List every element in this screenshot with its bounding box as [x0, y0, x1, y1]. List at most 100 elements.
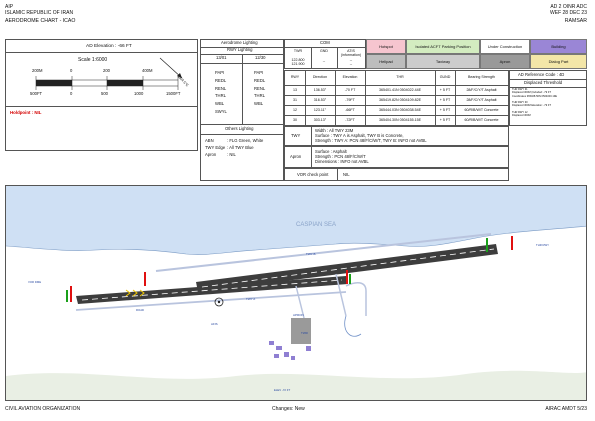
- scale-ft-4: 1500FT: [166, 91, 181, 96]
- abn-label: ABN: [205, 138, 214, 143]
- others-lighting-title: Others Lighting: [225, 126, 254, 131]
- rwy-cell: + 5 FT: [439, 108, 451, 112]
- rwy-cell: + 5 FT: [439, 118, 451, 122]
- label-vor-dme: VOR DME: [28, 280, 41, 284]
- runway-12-30: [196, 244, 498, 292]
- displaced-threshold-panel: AD Reference Code : 4D Displaced Thresho…: [509, 70, 587, 126]
- footer-organization: CIVIL AVIATION ORGANIZATION: [5, 406, 81, 412]
- scale-bar: [35, 76, 179, 90]
- var-arrow-icon: [159, 57, 183, 79]
- elevation-panel: AD Elevation : -66 FT Scale 1:6000 200M …: [5, 39, 198, 151]
- chart-title: AERODROME CHART - ICAO: [5, 18, 76, 24]
- com-header-gnd: GND: [320, 49, 328, 53]
- rwy-cell: 30: [293, 118, 297, 122]
- lighting-col-a: PAPI REDL RENL THRL WBL SWYL: [215, 70, 227, 115]
- displaced-threshold-title: Displaced Threshold: [524, 80, 563, 85]
- holdpoint: Holdpoint : NIL: [10, 110, 42, 115]
- rwy-table: RWY Direction Elevation THR GUND Bearing…: [284, 70, 509, 126]
- vor-icon: [214, 297, 224, 307]
- rwy-header-bearing: Bearing Strength: [468, 75, 495, 79]
- apron-line-2: Dimensions : INFO not AVBL: [315, 159, 369, 164]
- apron-panel: Apron Surface : Asphalt Strength : PCN 4…: [284, 146, 509, 168]
- rwy-cell: 365401.41N 0504022.44E: [379, 88, 421, 92]
- displaced-note-0: THR RWY 31 Displaced 300M (Included: -79…: [512, 88, 552, 94]
- caspian-sea: [6, 186, 586, 255]
- com-value-atis: -- --: [349, 58, 353, 67]
- scale-m-2: 200: [103, 68, 110, 73]
- label-twy-a: TWY A: [246, 297, 255, 301]
- sea-label: CASPIAN SEA: [296, 222, 336, 228]
- legend-apron: Apron: [480, 54, 530, 69]
- label-thr: THR RWY: [536, 243, 549, 247]
- com-header-twr: TWR: [293, 49, 303, 53]
- label-twy-b: TWY B: [306, 252, 315, 256]
- twy-edge-label: TWY Edge: [205, 145, 226, 150]
- rwy-cell: 365404.30N 0504155.15E: [379, 118, 421, 122]
- lighting-col-b: PAPI REDL RENL THRL WBL: [254, 70, 266, 107]
- rwy-table-grid: RWY Direction Elevation THR GUND Bearing…: [285, 71, 508, 125]
- ad-reference-code: AD Reference Code : 4D: [518, 72, 565, 77]
- rwy-header-gund: GUND: [439, 75, 451, 79]
- rwy-cell: 123.11°: [313, 108, 327, 112]
- twy-label: TWY: [291, 133, 301, 138]
- label-apron: APRON: [293, 313, 304, 317]
- header-country: ISLAMIC REPUBLIC OF IRAN: [5, 10, 74, 16]
- taxiway-a: [75, 291, 347, 311]
- lighting-panel: Aerodrome Lighting RWY Lighting 13/01 12…: [200, 39, 284, 181]
- legend-dialog-part: Dialog Part: [530, 54, 587, 69]
- apron-line-1: Strength : PCN 48/F/C/W/T: [315, 154, 366, 159]
- rwy-header-rwy: RWY: [290, 75, 300, 79]
- scale-ft-3: 1000: [134, 91, 144, 96]
- rwy-id-1: 12/30: [255, 55, 266, 60]
- rwy-cell: -72FT: [345, 118, 355, 122]
- displaced-note-3: THR RWY 12 Displaced 300M: [512, 111, 531, 117]
- scale-m-0: 200M: [32, 68, 43, 73]
- rwy-cell: 28/F/C/Y/T Asphalt: [466, 88, 497, 92]
- apron-label: Apron: [290, 154, 302, 159]
- rwy-cell: -66FT: [345, 108, 355, 112]
- rwy-header-elevation: Elevation: [342, 75, 358, 79]
- legend-hotspot: Hotspot: [366, 39, 406, 54]
- com-value-twr: 122.800 121.900: [291, 58, 305, 67]
- rwy-cell: -79FT: [345, 98, 355, 102]
- vor-label: VOR check point: [297, 172, 329, 177]
- footer-airac: AIRAC AMDT 5/23: [545, 406, 587, 412]
- rwy-cell: 136.53°: [313, 88, 327, 92]
- scale-m-3: 400M: [142, 68, 153, 73]
- scale-ft-1: 0: [70, 91, 73, 96]
- legend-building: Building: [530, 39, 587, 54]
- com-value-gnd: --: [322, 59, 326, 63]
- scale-ft-2: 500: [101, 91, 108, 96]
- rwy-cell: 303.13°: [313, 118, 327, 122]
- abn-value: : FLG Green, White: [227, 138, 264, 143]
- com-title: COM: [320, 40, 330, 45]
- aerodrome-name: RAMSAR: [564, 18, 587, 24]
- legend-helipad: Helipad: [366, 54, 406, 69]
- aerodrome-map: CASPIAN SEA TWY B TWY A APRON TWR AFIS V…: [5, 185, 587, 401]
- chart-scale: Scale 1:6000: [78, 57, 108, 63]
- header-effective: WEF 28 DEC 23: [550, 10, 587, 16]
- rwy-cell: 13: [293, 88, 297, 92]
- header-section: AD 2 OINR ADC: [550, 4, 587, 10]
- rwy-cell: + 5 FT: [439, 88, 451, 92]
- twy-line-1: Surface : TWY A is Asphalt, TWY B is Con…: [315, 133, 404, 138]
- ad-elevation: AD Elevation : -66 FT: [86, 44, 132, 49]
- rwy-cell: -70 FT: [344, 88, 356, 92]
- twy-line-2: Strength : TWY A: PCN 48/F/C/W/T, TWY B:…: [315, 138, 427, 143]
- twy-edge-value: : All TWY Blue: [227, 145, 254, 150]
- rwy-cell: 31: [293, 98, 297, 102]
- label-road: ROAD: [136, 308, 144, 312]
- apron-lighting-value: : NIL: [227, 152, 236, 157]
- header-aip: AIP: [5, 4, 14, 10]
- rwy-lighting-title: RWY Lighting: [227, 47, 253, 52]
- label-twr: TWR: [301, 331, 309, 335]
- label-elev: ELEV -72 FT: [274, 388, 290, 392]
- legend-isolated-parking: Isolated ACFT Parking Position: [406, 39, 480, 54]
- aerodrome-map-svg: CASPIAN SEA TWY B TWY A APRON TWR AFIS V…: [6, 186, 586, 400]
- rwy-cell: 316.53°: [313, 98, 327, 102]
- rwy-cell: 12: [293, 108, 297, 112]
- rwy-id-0: 13/01: [216, 55, 227, 60]
- scale-m-1: 0: [70, 68, 73, 73]
- rwy-cell: 365419.82N 0504109.82E: [379, 98, 421, 102]
- rwy-cell: + 5 FT: [439, 98, 451, 102]
